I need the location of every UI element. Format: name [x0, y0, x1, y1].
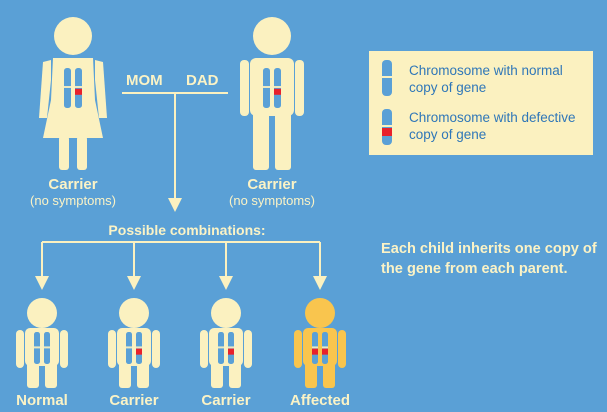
- branch-arrowhead-1: [35, 276, 49, 290]
- children-figures: [16, 298, 346, 388]
- dad-label: Carrier: [247, 176, 297, 193]
- dad-link-label: DAD: [186, 72, 219, 89]
- normal-chromosome-icon: [382, 60, 392, 96]
- child-left-arm-1: [16, 330, 24, 368]
- child-chromosome-right-2: [136, 332, 142, 364]
- mom-right-arm: [95, 60, 107, 118]
- child-chromosome-left-2: [126, 332, 132, 364]
- dad-chromosome-defective: [274, 68, 281, 108]
- child-figure-2: [108, 298, 160, 388]
- dad-torso: [250, 58, 294, 116]
- child-right-arm-1: [60, 330, 68, 368]
- child-right-leg-3: [229, 362, 241, 388]
- child-torso-3: [209, 328, 243, 366]
- child-chromosome-left-3: [218, 332, 224, 364]
- child-label-2: Carrier: [109, 392, 159, 409]
- arrowheads: [35, 198, 327, 290]
- child-torso-1: [25, 328, 59, 366]
- child-left-arm-2: [108, 330, 116, 368]
- child-label-4: Affected: [289, 392, 351, 409]
- child-left-arm-3: [200, 330, 208, 368]
- child-chromosome-right-3: [228, 332, 234, 364]
- mom-sublabel: (no symptoms): [30, 193, 116, 208]
- child-head-1: [27, 298, 57, 328]
- inheritance-note: Each child inherits one copy of the gene…: [381, 241, 597, 277]
- child-chromosome-right-1: [44, 332, 50, 364]
- child-right-arm-4: [338, 330, 346, 368]
- mom-right-leg: [77, 136, 87, 170]
- dad-chromosome-normal-1: [263, 68, 270, 108]
- child-left-leg-2: [119, 362, 131, 388]
- legend-defective-text: Chromosome with defective copy of gene: [409, 110, 576, 142]
- mom-left-leg: [59, 136, 69, 170]
- dad-right-arm: [295, 60, 304, 116]
- branch-arrowhead-3: [219, 276, 233, 290]
- child-right-leg-4: [323, 362, 335, 388]
- dad-figure: [240, 17, 304, 170]
- child-right-arm-3: [244, 330, 252, 368]
- branch-arrowhead-4: [313, 276, 327, 290]
- mom-chromosome-normal: [64, 68, 71, 108]
- drop-arrowhead: [168, 198, 182, 212]
- child-right-arm-2: [152, 330, 160, 368]
- child-left-leg-4: [305, 362, 317, 388]
- mom-link-label: MOM: [126, 72, 163, 89]
- mom-head: [54, 17, 92, 55]
- child-figure-3: [200, 298, 252, 388]
- defective-chromosome-icon: [382, 109, 392, 145]
- mom-figure: [39, 17, 107, 170]
- mom-chromosome-defective: [75, 68, 82, 108]
- dad-right-leg: [275, 112, 291, 170]
- legend: Chromosome with normal copy of gene Chro…: [369, 51, 593, 155]
- child-head-2: [119, 298, 149, 328]
- mom-dress: [43, 58, 103, 138]
- mom-left-arm: [39, 60, 51, 118]
- child-torso-4: [303, 328, 337, 366]
- child-label-1: Normal: [16, 392, 68, 409]
- child-label-3: Carrier: [201, 392, 251, 409]
- connector-lines: [41, 92, 321, 278]
- child-left-leg-1: [27, 362, 39, 388]
- child-right-leg-1: [45, 362, 57, 388]
- dad-head: [253, 17, 291, 55]
- legend-normal-text: Chromosome with normal copy of gene: [409, 63, 563, 95]
- child-chromosome-left-4: [312, 332, 318, 364]
- child-head-3: [211, 298, 241, 328]
- child-figure-1: [16, 298, 68, 388]
- child-right-leg-2: [137, 362, 149, 388]
- child-torso-2: [117, 328, 151, 366]
- dad-left-arm: [240, 60, 249, 116]
- mom-label: Carrier: [48, 176, 98, 193]
- child-chromosome-right-4: [322, 332, 328, 364]
- child-chromosome-left-1: [34, 332, 40, 364]
- branch-arrowhead-2: [127, 276, 141, 290]
- child-head-4: [305, 298, 335, 328]
- dad-left-leg: [253, 112, 269, 170]
- child-left-arm-4: [294, 330, 302, 368]
- dad-sublabel: (no symptoms): [229, 193, 315, 208]
- child-left-leg-3: [211, 362, 223, 388]
- combinations-title: Possible combinations:: [108, 222, 266, 238]
- child-figure-4: [294, 298, 346, 388]
